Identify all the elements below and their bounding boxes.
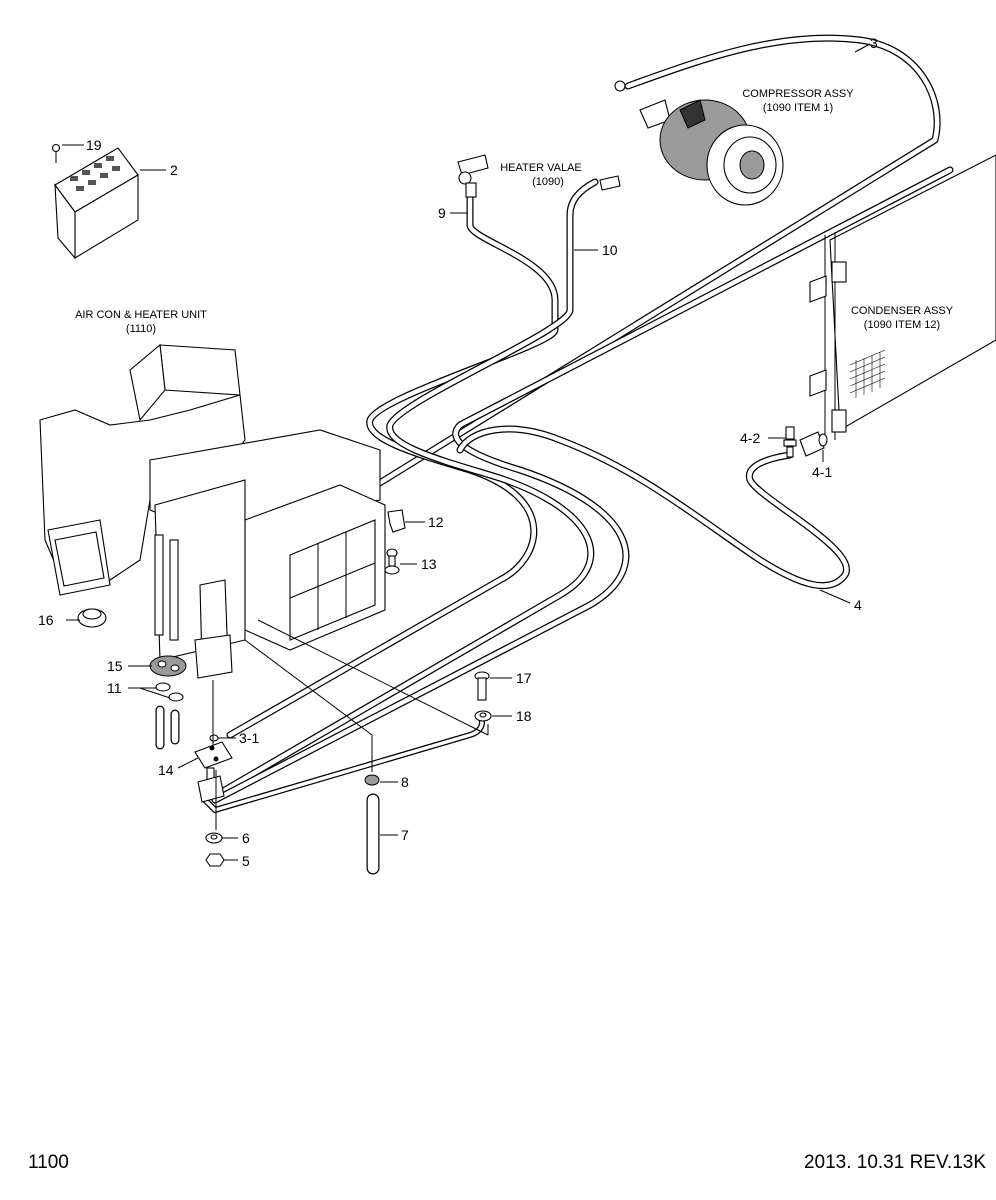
pipe-bundle-left — [211, 166, 954, 804]
callout-2: 2 — [170, 162, 178, 178]
fitting-4-2 — [783, 426, 797, 458]
callout-8: 8 — [401, 774, 409, 790]
callout-5: 5 — [242, 853, 250, 869]
o-ring-3-1 — [209, 734, 219, 742]
bolt-17 — [474, 671, 490, 701]
block-fitting — [197, 775, 225, 803]
callout-4-2: 4-2 — [740, 430, 760, 446]
heater-valve-title: HEATER VALAE — [500, 162, 582, 174]
fitting-4-1 — [799, 431, 828, 457]
clamps-11 — [155, 682, 184, 702]
bracket-12 — [387, 509, 406, 533]
callout-19: 19 — [86, 137, 102, 153]
revision-date: 2013. 10.31 REV.13K — [803, 1152, 986, 1173]
bracket-14 — [194, 741, 233, 783]
callout-10: 10 — [602, 242, 618, 258]
callout-18: 18 — [516, 708, 532, 724]
control-panel-drawing — [51, 143, 139, 260]
condenser-ref: (1090 ITEM 12) — [864, 319, 940, 331]
heater-valve-drawing — [457, 154, 621, 198]
hose-4 — [456, 425, 850, 590]
callout-7: 7 — [401, 827, 409, 843]
compressor-title: COMPRESSOR ASSY — [742, 88, 854, 100]
washer-6 — [205, 832, 223, 844]
callout-4: 4 — [854, 597, 862, 613]
callout-3: 3 — [870, 35, 878, 51]
aircon-title: AIR CON & HEATER UNIT — [75, 309, 207, 321]
heater-valve-ref: (1090) — [532, 176, 564, 188]
condenser-title: CONDENSER ASSY — [851, 305, 954, 317]
compressor-assy-drawing — [614, 80, 784, 206]
page-number: 1100 — [28, 1152, 69, 1173]
callout-6: 6 — [242, 830, 250, 846]
grommet-16 — [77, 608, 107, 628]
callout-4-1: 4-1 — [812, 464, 832, 480]
callout-11: 11 — [107, 680, 122, 696]
hoses-short — [155, 705, 180, 750]
grommet-15 — [149, 655, 187, 677]
callout-15: 15 — [107, 658, 123, 674]
compressor-ref: (1090 ITEM 1) — [763, 102, 833, 114]
aircon-heater-unit-drawing — [39, 343, 386, 679]
callout-3-1: 3-1 — [239, 730, 259, 746]
callout-14: 14 — [158, 762, 174, 778]
callout-9: 9 — [438, 205, 446, 221]
hose-3 — [251, 34, 941, 564]
leader-lines — [62, 43, 871, 861]
callout-13: 13 — [421, 556, 437, 572]
bolt-13 — [384, 548, 400, 575]
clip-8 — [364, 774, 380, 786]
condenser-assy-drawing — [809, 154, 996, 440]
nut-5 — [205, 853, 225, 867]
callout-17: 17 — [516, 670, 532, 686]
callout-12: 12 — [428, 514, 444, 530]
aircon-ref: (1110) — [126, 323, 156, 335]
washer-18 — [474, 710, 492, 722]
callout-16: 16 — [38, 612, 54, 628]
